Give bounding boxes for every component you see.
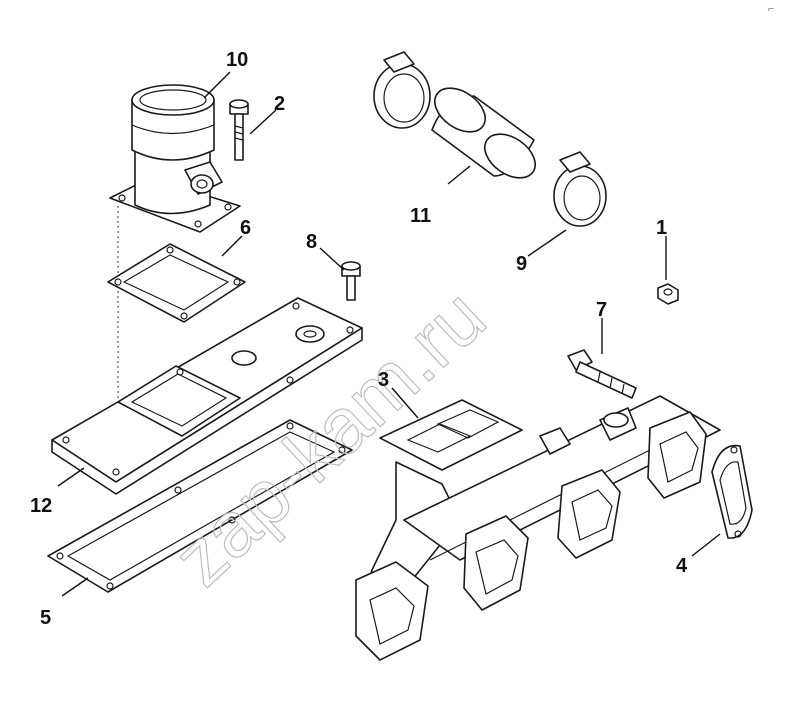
port-gasket-part-4[interactable]: [711, 444, 753, 539]
hose-part-11[interactable]: [427, 79, 544, 187]
hose-clamp-part-9[interactable]: [373, 51, 607, 227]
callout-6: 6: [240, 217, 251, 239]
leader-lines: [57, 71, 721, 597]
cover-plate-part-12[interactable]: [51, 297, 363, 495]
nut-part-1[interactable]: [657, 283, 679, 305]
callout-10: 10: [226, 49, 248, 71]
callout-5: 5: [40, 607, 51, 629]
callout-3: 3: [378, 369, 389, 391]
callout-11: 11: [410, 205, 431, 227]
turbo-adapter-flange-part-10[interactable]: [109, 84, 241, 233]
bolt-part-2[interactable]: [229, 99, 249, 161]
bolt-part-8[interactable]: [341, 261, 361, 301]
callout-9: 9: [516, 253, 527, 275]
callout-4: 4: [676, 555, 688, 577]
corner-mark: ⌐: [768, 4, 774, 15]
callout-7: 7: [596, 299, 607, 321]
callout-2: 2: [274, 93, 285, 115]
callout-8: 8: [306, 231, 317, 253]
stud-part-7[interactable]: [567, 349, 637, 399]
exhaust-manifold-part-3[interactable]: [355, 395, 721, 661]
flange-gasket-part-6[interactable]: [107, 243, 246, 323]
callout-1: 1: [656, 217, 667, 239]
cover-gasket-part-5[interactable]: [47, 419, 353, 593]
callout-12: 12: [30, 495, 52, 517]
